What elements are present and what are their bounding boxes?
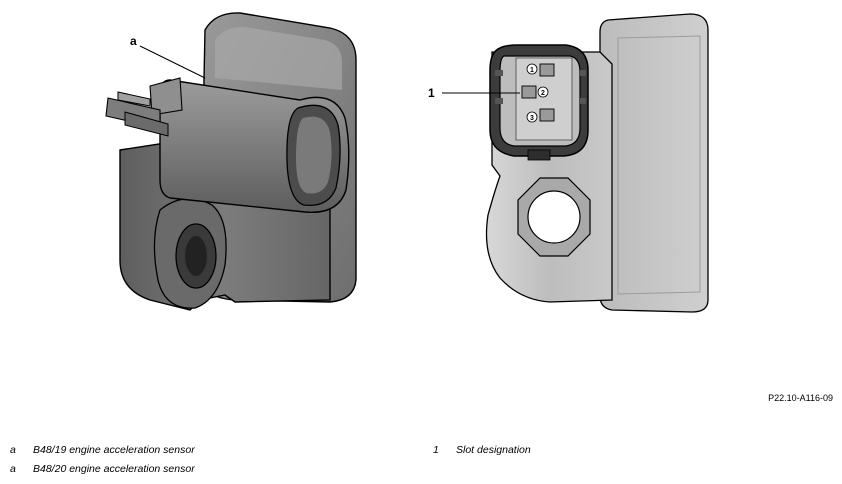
legend-key: a (10, 444, 16, 456)
pin-1-marker (526, 63, 538, 75)
legend-key: 1 (433, 444, 439, 456)
right-mount-bore (517, 177, 591, 257)
figure-id: P22.10-A116-09 (768, 393, 833, 403)
legend-text: B48/19 engine acceleration sensor (33, 444, 195, 456)
pin-label: 1 (530, 67, 534, 74)
legend-item: a B48/20 engine acceleration sensor (10, 463, 310, 477)
legend-key: a (10, 463, 16, 475)
legend-text: B48/20 engine acceleration sensor (33, 463, 195, 475)
callout-1: 1 (428, 86, 435, 100)
right-sensor-cap (599, 13, 709, 313)
pin-3-marker (526, 111, 538, 123)
left-wire-stubs (105, 91, 169, 137)
legend-item: a B48/19 engine acceleration sensor (10, 444, 310, 458)
leader-line-a (139, 45, 206, 79)
callout-a: a (130, 34, 137, 48)
pin-label: 2 (541, 90, 545, 97)
right-connector-socket (489, 44, 589, 161)
right-sensor-view (442, 13, 709, 313)
legend-item: 1 Slot designation (433, 444, 633, 458)
pin-2-marker (537, 86, 549, 98)
pin-label: 3 (530, 115, 534, 122)
left-mount-bore (153, 198, 227, 309)
left-sensor-view (105, 12, 357, 311)
legend-text: Slot designation (456, 444, 531, 456)
